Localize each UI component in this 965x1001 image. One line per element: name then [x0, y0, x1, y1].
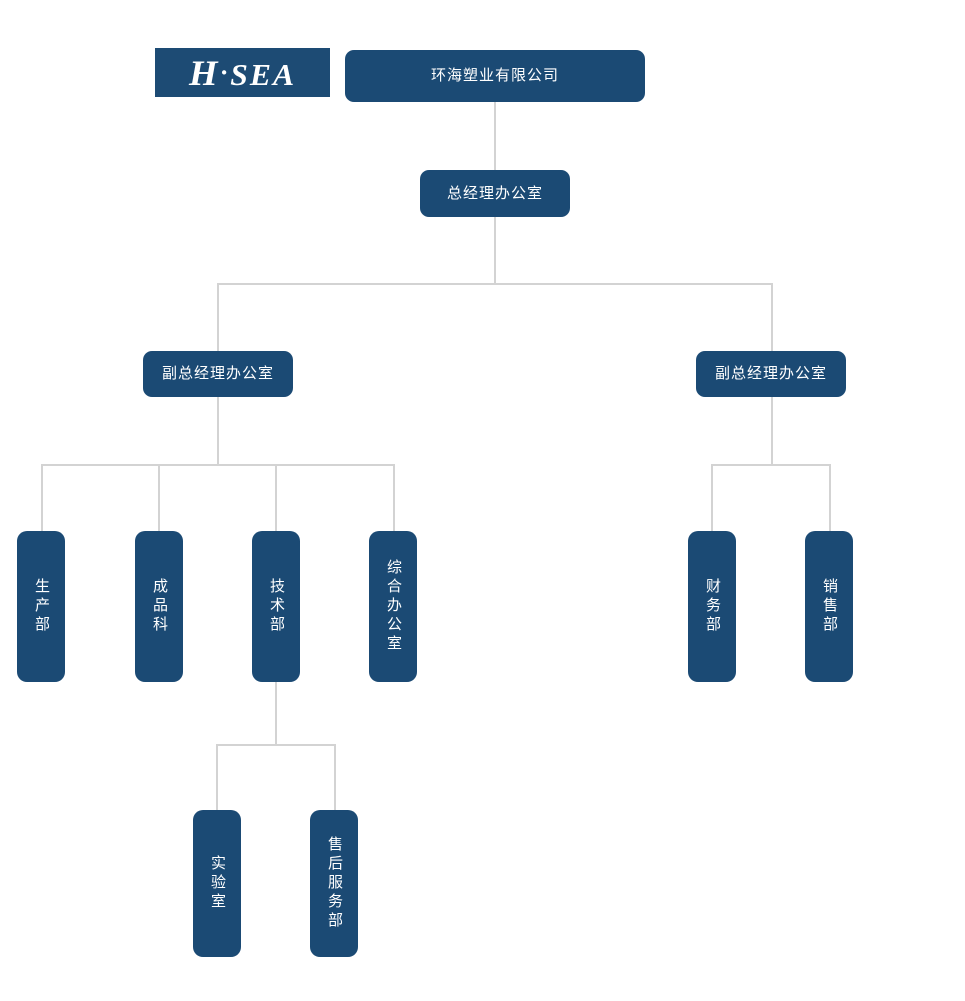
node-deputy-gm-office-right[interactable]: 副总经理办公室 [696, 351, 846, 397]
connector-to-finished-goods-section [158, 464, 160, 531]
node-general-office[interactable]: 综合办公室 [369, 531, 417, 682]
connector-deputy-left-down [217, 397, 219, 464]
connector-technical-children-bus [216, 744, 336, 746]
connector-bus-to-deputy-left [217, 283, 219, 351]
connector-root-to-gm [494, 102, 496, 170]
node-sales-dept[interactable]: 销售部 [805, 531, 853, 682]
connector-to-technical-dept [275, 464, 277, 531]
node-after-sales-service-dept[interactable]: 售后服务部 [310, 810, 358, 957]
logo-wordmark: H·SEA [189, 55, 296, 91]
connector-left-dept-bus [41, 464, 395, 466]
connector-to-after-sales-service-dept [334, 744, 336, 810]
node-production-dept[interactable]: 生产部 [17, 531, 65, 682]
logo-letter-h: H [188, 52, 219, 93]
connector-technical-dept-down [275, 682, 277, 744]
logo-letters-sea: SEA [230, 56, 297, 92]
node-laboratory[interactable]: 实验室 [193, 810, 241, 957]
connector-to-laboratory [216, 744, 218, 810]
connector-gm-down [494, 217, 496, 283]
node-company[interactable]: 环海塑业有限公司 [345, 50, 645, 102]
connector-bus-to-deputy-right [771, 283, 773, 351]
logo-dot-separator: · [220, 57, 229, 87]
node-gm-office[interactable]: 总经理办公室 [420, 170, 570, 217]
connector-to-sales-dept [829, 464, 831, 531]
node-technical-dept[interactable]: 技术部 [252, 531, 300, 682]
company-logo: H·SEA [155, 48, 330, 97]
node-finished-goods-section[interactable]: 成品科 [135, 531, 183, 682]
node-deputy-gm-office-left[interactable]: 副总经理办公室 [143, 351, 293, 397]
node-finance-dept[interactable]: 财务部 [688, 531, 736, 682]
connector-to-general-office [393, 464, 395, 531]
connector-to-finance-dept [711, 464, 713, 531]
connector-level3-bus [217, 283, 773, 285]
connector-deputy-right-down [771, 397, 773, 464]
connector-right-dept-bus [711, 464, 831, 466]
connector-to-production-dept [41, 464, 43, 531]
